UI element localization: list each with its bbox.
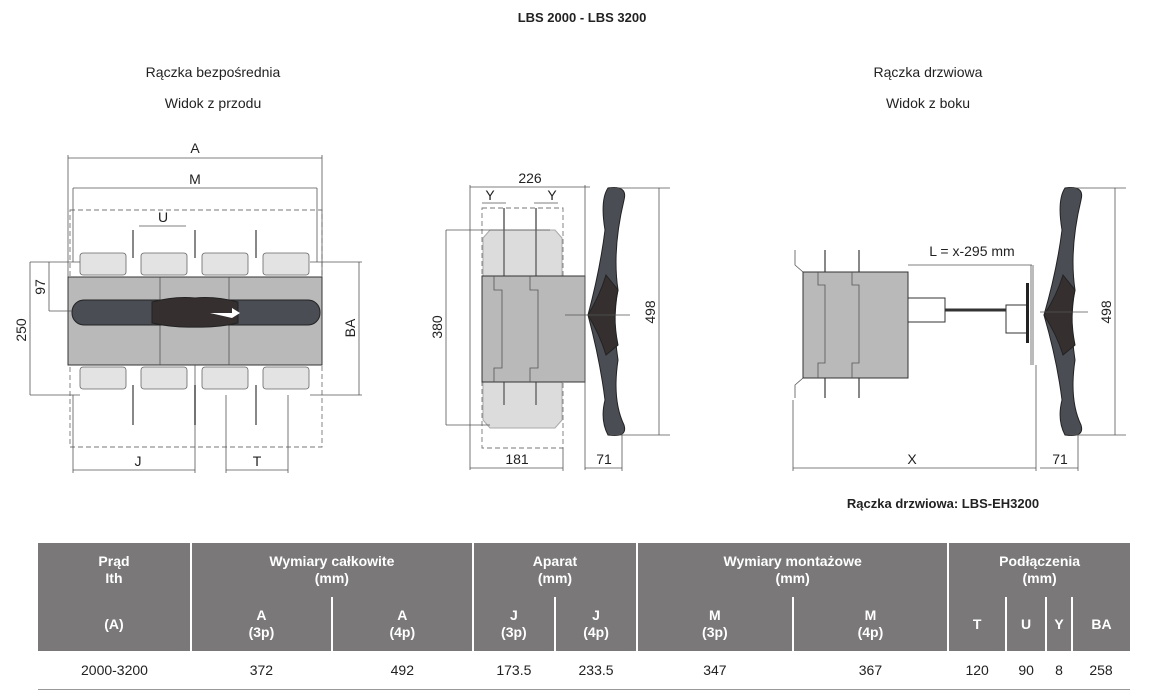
dim-250: 250 — [13, 318, 29, 342]
dim-L: L = x-295 mm — [929, 243, 1014, 259]
side-view-door-handle: L = x-295 mm 498 X 71 Rączka drzwiowa: L… — [792, 187, 1126, 511]
dim-498-right: 498 — [1098, 300, 1114, 324]
cell: 8 — [1046, 651, 1072, 690]
subheader: U — [1005, 597, 1047, 651]
right-heading-2: Widok z boku — [886, 95, 970, 111]
subheader: BA — [1071, 597, 1130, 651]
subheader: A(3p) — [189, 597, 332, 651]
header-connections: Podłączenia(mm) — [947, 543, 1130, 597]
arrow-icon — [210, 308, 240, 318]
header-overall-dims: Wymiary całkowite(mm) — [189, 543, 473, 597]
cell: 90 — [1006, 651, 1047, 690]
subheader: T — [947, 597, 1007, 651]
left-heading-1: Rączka bezpośrednia — [146, 64, 281, 80]
subheader: M(4p) — [791, 597, 949, 651]
dim-226: 226 — [518, 170, 542, 186]
top-terminals — [79, 252, 310, 276]
dim-X: X — [907, 451, 917, 467]
dim-97: 97 — [32, 279, 48, 295]
subheader: J(4p) — [553, 597, 638, 651]
side-view-direct-handle: 226 Y Y 380 498 181 71 — [429, 170, 670, 471]
cell: 173.5 — [472, 651, 555, 690]
dim-380: 380 — [429, 315, 445, 339]
header-mounting-dims: Wymiary montażowe(mm) — [636, 543, 949, 597]
technical-drawing: LBS 2000 - LBS 3200 Rączka bezpośrednia … — [13, 10, 1126, 511]
dim-U: U — [158, 209, 168, 225]
left-heading-2: Widok z przodu — [165, 95, 261, 111]
subheader: J(3p) — [471, 597, 555, 651]
dim-71-right: 71 — [1052, 451, 1068, 467]
cell: 2000-3200 — [38, 651, 191, 690]
dim-M: M — [189, 171, 201, 187]
header-device: Aparat(mm) — [471, 543, 638, 597]
subheader: Y — [1045, 597, 1072, 651]
dim-181: 181 — [505, 451, 529, 467]
cell: 492 — [331, 651, 473, 690]
subheader: M(3p) — [636, 597, 793, 651]
cell: 347 — [637, 651, 793, 690]
door-handle-caption: Rączka drzwiowa: LBS-EH3200 — [847, 496, 1039, 511]
subheader: (A) — [38, 597, 191, 651]
right-heading-1: Rączka drzwiowa — [874, 64, 983, 80]
dim-Y-right: Y — [547, 187, 557, 203]
dim-T: T — [253, 453, 262, 469]
dim-A: A — [190, 140, 200, 156]
table-row: 2000-3200 372 492 173.5 233.5 347 367 12… — [38, 651, 1130, 690]
cell: 258 — [1072, 651, 1130, 690]
dim-498-middle: 498 — [642, 300, 658, 324]
cell: 367 — [792, 651, 949, 690]
dim-J: J — [135, 453, 142, 469]
dim-71-middle: 71 — [596, 451, 612, 467]
cell: 372 — [190, 651, 332, 690]
subheader: A(4p) — [330, 597, 473, 651]
dim-BA: BA — [342, 318, 358, 337]
cell: 120 — [948, 651, 1007, 690]
front-view: A M U 250 97 BA J T — [13, 140, 362, 473]
bottom-terminals — [79, 366, 310, 390]
document-title: LBS 2000 - LBS 3200 — [518, 10, 647, 25]
cell: 233.5 — [554, 651, 638, 690]
dim-Y-left: Y — [485, 187, 495, 203]
